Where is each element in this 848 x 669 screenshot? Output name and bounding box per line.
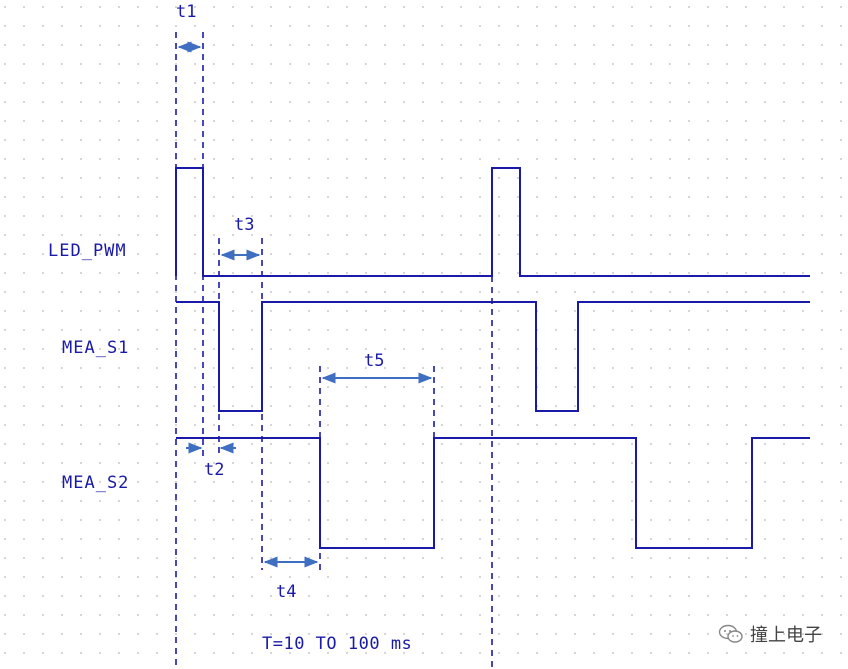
- label-mea-s2: MEA_S2: [62, 473, 130, 493]
- watermark: 撞上电子: [718, 621, 822, 647]
- label-t4: t4: [276, 582, 297, 602]
- label-t3: t3: [234, 215, 255, 235]
- label-mea-s1: MEA_S1: [62, 338, 130, 358]
- label-led-pwm: LED_PWM: [48, 241, 127, 261]
- wechat-icon: [718, 624, 743, 643]
- dimension-arrows: [177, 41, 433, 568]
- label-t2: t2: [204, 460, 225, 480]
- label-t1: t1: [176, 2, 197, 22]
- period-label: T=10 TO 100 ms: [262, 634, 413, 654]
- watermark-text: 撞上电子: [750, 625, 822, 646]
- label-t5: t5: [364, 351, 385, 371]
- mea-s1-waveform: [176, 301, 810, 412]
- guide-lines: [175, 32, 493, 669]
